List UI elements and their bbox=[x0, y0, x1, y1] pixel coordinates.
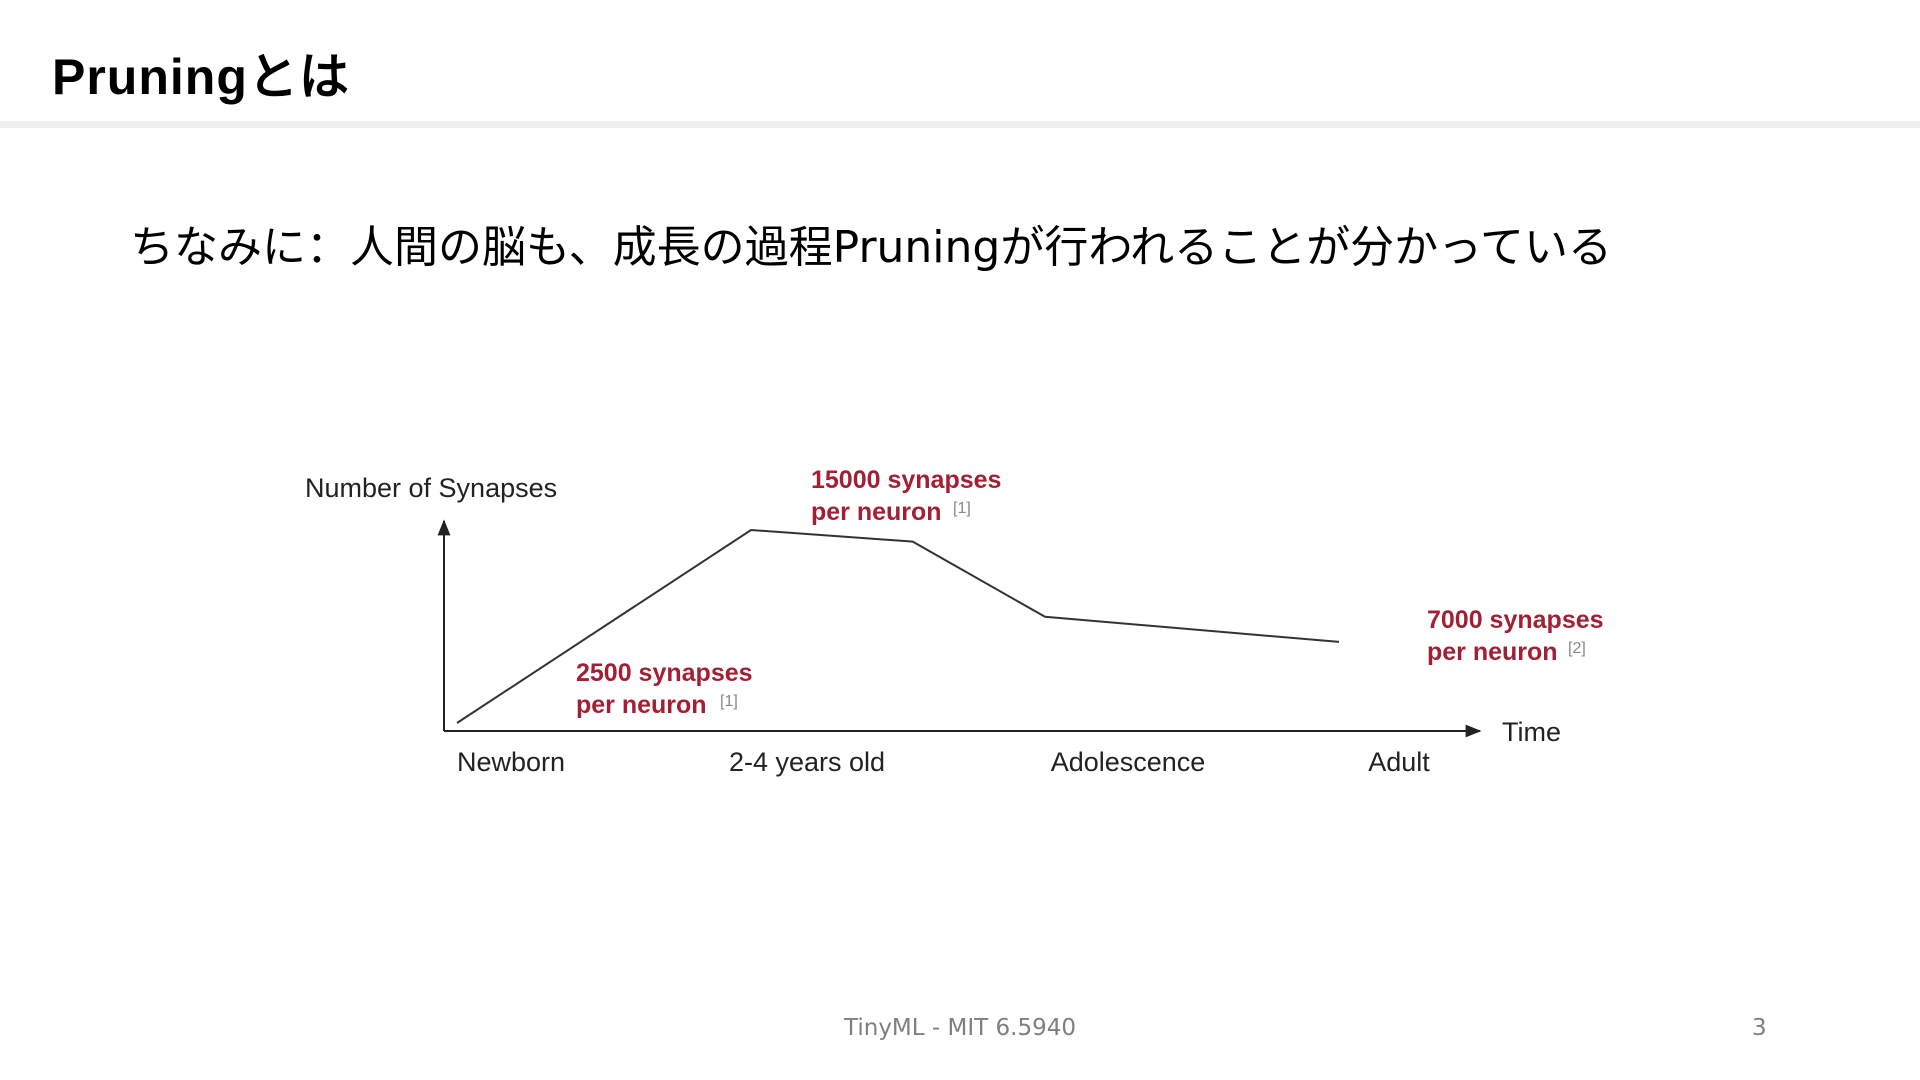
annotation-peak-line1: 15000 synapses bbox=[811, 466, 1001, 494]
annotation-adult: 7000 synapses per neuron [2] bbox=[1427, 606, 1604, 666]
synapse-chart: Number of Synapses Time Newborn 2-4 year… bbox=[305, 466, 1604, 777]
page-number: 3 bbox=[1752, 1015, 1767, 1041]
annotation-newborn: 2500 synapses per neuron [1] bbox=[576, 659, 753, 719]
annotation-newborn-line1: 2500 synapses bbox=[576, 659, 753, 687]
tick-label-2-4-years: 2-4 years old bbox=[729, 747, 885, 777]
annotation-peak: 15000 synapses per neuron [1] bbox=[811, 466, 1001, 526]
slide-title: Pruningとは bbox=[52, 49, 350, 105]
annotation-peak-line2: per neuron bbox=[811, 498, 942, 526]
tick-label-adult: Adult bbox=[1368, 747, 1430, 777]
slide-subtitle: ちなみに：人間の脳も、成長の過程Pruningが行われることが分かっている bbox=[130, 222, 1612, 273]
annotation-adult-ref: [2] bbox=[1568, 640, 1586, 657]
x-axis-label: Time bbox=[1502, 717, 1561, 747]
annotation-adult-line1: 7000 synapses bbox=[1427, 606, 1604, 634]
annotation-peak-ref: [1] bbox=[953, 500, 971, 517]
synapse-line bbox=[456, 528, 1340, 724]
footer-text: TinyML - MIT 6.5940 bbox=[844, 1015, 1076, 1041]
annotation-newborn-ref: [1] bbox=[720, 693, 738, 710]
annotation-adult-line2: per neuron bbox=[1427, 638, 1558, 666]
y-axis-label: Number of Synapses bbox=[305, 473, 557, 503]
title-divider bbox=[0, 121, 1920, 128]
tick-label-newborn: Newborn bbox=[457, 747, 565, 777]
annotation-newborn-line2: per neuron bbox=[576, 691, 707, 719]
tick-label-adolescence: Adolescence bbox=[1051, 747, 1206, 777]
